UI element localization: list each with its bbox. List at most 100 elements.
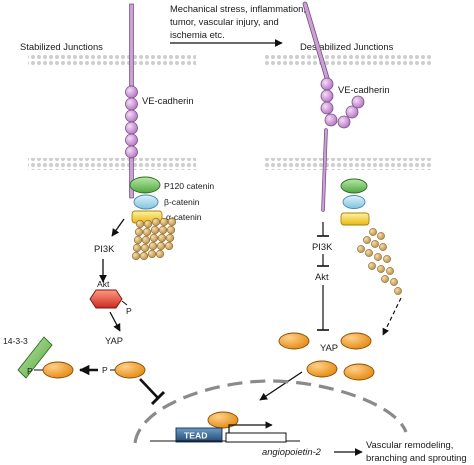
right-p120-catenin xyxy=(340,178,368,194)
actin-bead xyxy=(132,243,142,253)
right-cadherin-domain xyxy=(320,77,334,91)
left-junction: Stabilized Junctions VE-cadherin P120 ca… xyxy=(20,3,214,261)
actin-bead xyxy=(379,243,387,251)
right-junction: Destabilized Junctions VE-cadherin xyxy=(300,1,402,336)
actin-bead xyxy=(148,241,158,251)
actin-bead xyxy=(377,232,385,240)
right-alpha-catenin xyxy=(340,212,370,226)
membranes xyxy=(28,55,432,170)
right-cadherin-domain xyxy=(324,113,338,127)
outcome-line-2: branching and sprouting xyxy=(366,452,467,463)
actin-bead xyxy=(377,265,385,273)
actin-bead xyxy=(157,233,167,243)
left-yap-phospho: P xyxy=(102,365,108,375)
left-adaptor-1433 xyxy=(17,336,53,379)
right-beta-catenin xyxy=(342,195,366,209)
nuclear-envelope xyxy=(133,379,408,444)
right-yap-free xyxy=(340,332,372,350)
tead-label: TEAD xyxy=(184,431,207,441)
left-pathway: PI3K Akt P YAP P 14-3-3 P xyxy=(3,218,166,406)
actin-bead xyxy=(374,253,382,261)
gene-body xyxy=(225,432,287,443)
actin-bead xyxy=(131,251,141,261)
left-cadherin-domains xyxy=(125,85,138,159)
right-upper-membrane xyxy=(264,55,432,67)
left-akt-phospho: P xyxy=(126,306,132,316)
left-actin-filaments xyxy=(131,217,177,261)
actin-bead xyxy=(147,249,157,259)
left-cadherin-domain xyxy=(125,145,138,159)
actin-bead xyxy=(390,278,398,286)
left-pi3k-label: PI3K xyxy=(94,243,115,254)
actin-bead xyxy=(365,249,373,257)
left-beta-label: β-catenin xyxy=(164,197,200,207)
actin-bead xyxy=(166,225,176,235)
actin-bead xyxy=(159,217,169,227)
right-yap-free xyxy=(343,363,375,381)
outcome-line-1: Vascular remodeling, xyxy=(366,439,453,450)
right-cadherin-domain xyxy=(337,115,351,129)
actin-bead xyxy=(156,241,166,251)
stimulus-line-3: ischemia etc. xyxy=(170,29,225,40)
actin-bead xyxy=(133,235,143,245)
stimulus: Mechanical stress, inflammation, tumor, … xyxy=(170,3,306,47)
actin-bead xyxy=(158,225,168,235)
actin-bead xyxy=(143,219,153,229)
right-cadherin-domain xyxy=(320,89,334,103)
left-yap-bound xyxy=(42,361,74,379)
right-akt-label: Akt xyxy=(315,271,329,282)
nuclear-yap xyxy=(207,411,239,429)
actin-bead xyxy=(371,240,379,248)
actin-bead xyxy=(368,262,376,270)
right-cadherin-domain xyxy=(345,105,359,119)
actin-bead xyxy=(369,228,377,236)
right-yap-label: YAP xyxy=(320,342,338,353)
actin-bead xyxy=(135,219,145,229)
left-activation-arrow-3 xyxy=(109,311,121,332)
right-cadherin-label: VE-cadherin xyxy=(338,84,390,95)
actin-bead xyxy=(363,236,371,244)
left-p120-label: P120 catenin xyxy=(164,181,214,191)
actin-bead xyxy=(164,241,174,251)
left-cadherin-domain xyxy=(125,97,138,111)
transcription-arrow xyxy=(228,421,273,433)
actin-bead xyxy=(139,251,149,261)
right-actin-fragments xyxy=(357,228,402,295)
right-yap-free xyxy=(306,360,338,378)
right-nuclear-entry-arrow xyxy=(259,371,303,401)
left-p120-catenin xyxy=(129,176,161,194)
right-release-arrow xyxy=(382,297,402,336)
actin-bead xyxy=(386,267,394,275)
stimulus-line-1: Mechanical stress, inflammation, xyxy=(170,3,306,14)
gene-label: angiopoietin-2 xyxy=(262,446,322,457)
actin-bead xyxy=(141,235,151,245)
left-cadherin-tail xyxy=(129,157,134,199)
left-cadherin-domain xyxy=(125,121,138,135)
right-cadherin-domains xyxy=(320,77,365,129)
left-akt-phospho-bond xyxy=(121,300,128,306)
left-adaptor-label: 14-3-3 xyxy=(3,336,28,346)
left-lower-membrane xyxy=(28,158,196,170)
actin-bead xyxy=(142,227,152,237)
right-lower-membrane xyxy=(264,158,432,170)
left-beta-catenin xyxy=(133,194,159,210)
nucleus: TEAD angiopoietin-2 Vascular remodeling,… xyxy=(133,379,467,463)
left-activation-arrow-1 xyxy=(111,218,125,237)
left-alpha-label: α-catenin xyxy=(166,212,202,222)
left-adaptor-phospho: P xyxy=(27,366,33,376)
right-cadherin-domain xyxy=(351,95,365,109)
right-pi3k-label: PI3K xyxy=(312,241,333,252)
actin-bead xyxy=(165,233,175,243)
left-inhibition-bar xyxy=(150,390,166,406)
tead-box xyxy=(175,427,223,443)
right-pathway: PI3K Akt YAP xyxy=(259,222,375,401)
left-yap-phosphorylated xyxy=(114,361,146,379)
actin-bead xyxy=(140,243,150,253)
left-cadherin-domain xyxy=(125,133,138,147)
actin-bead xyxy=(381,275,389,283)
actin-bead xyxy=(167,217,177,227)
right-title: Destabilized Junctions xyxy=(300,41,394,52)
actin-bead xyxy=(151,217,161,227)
